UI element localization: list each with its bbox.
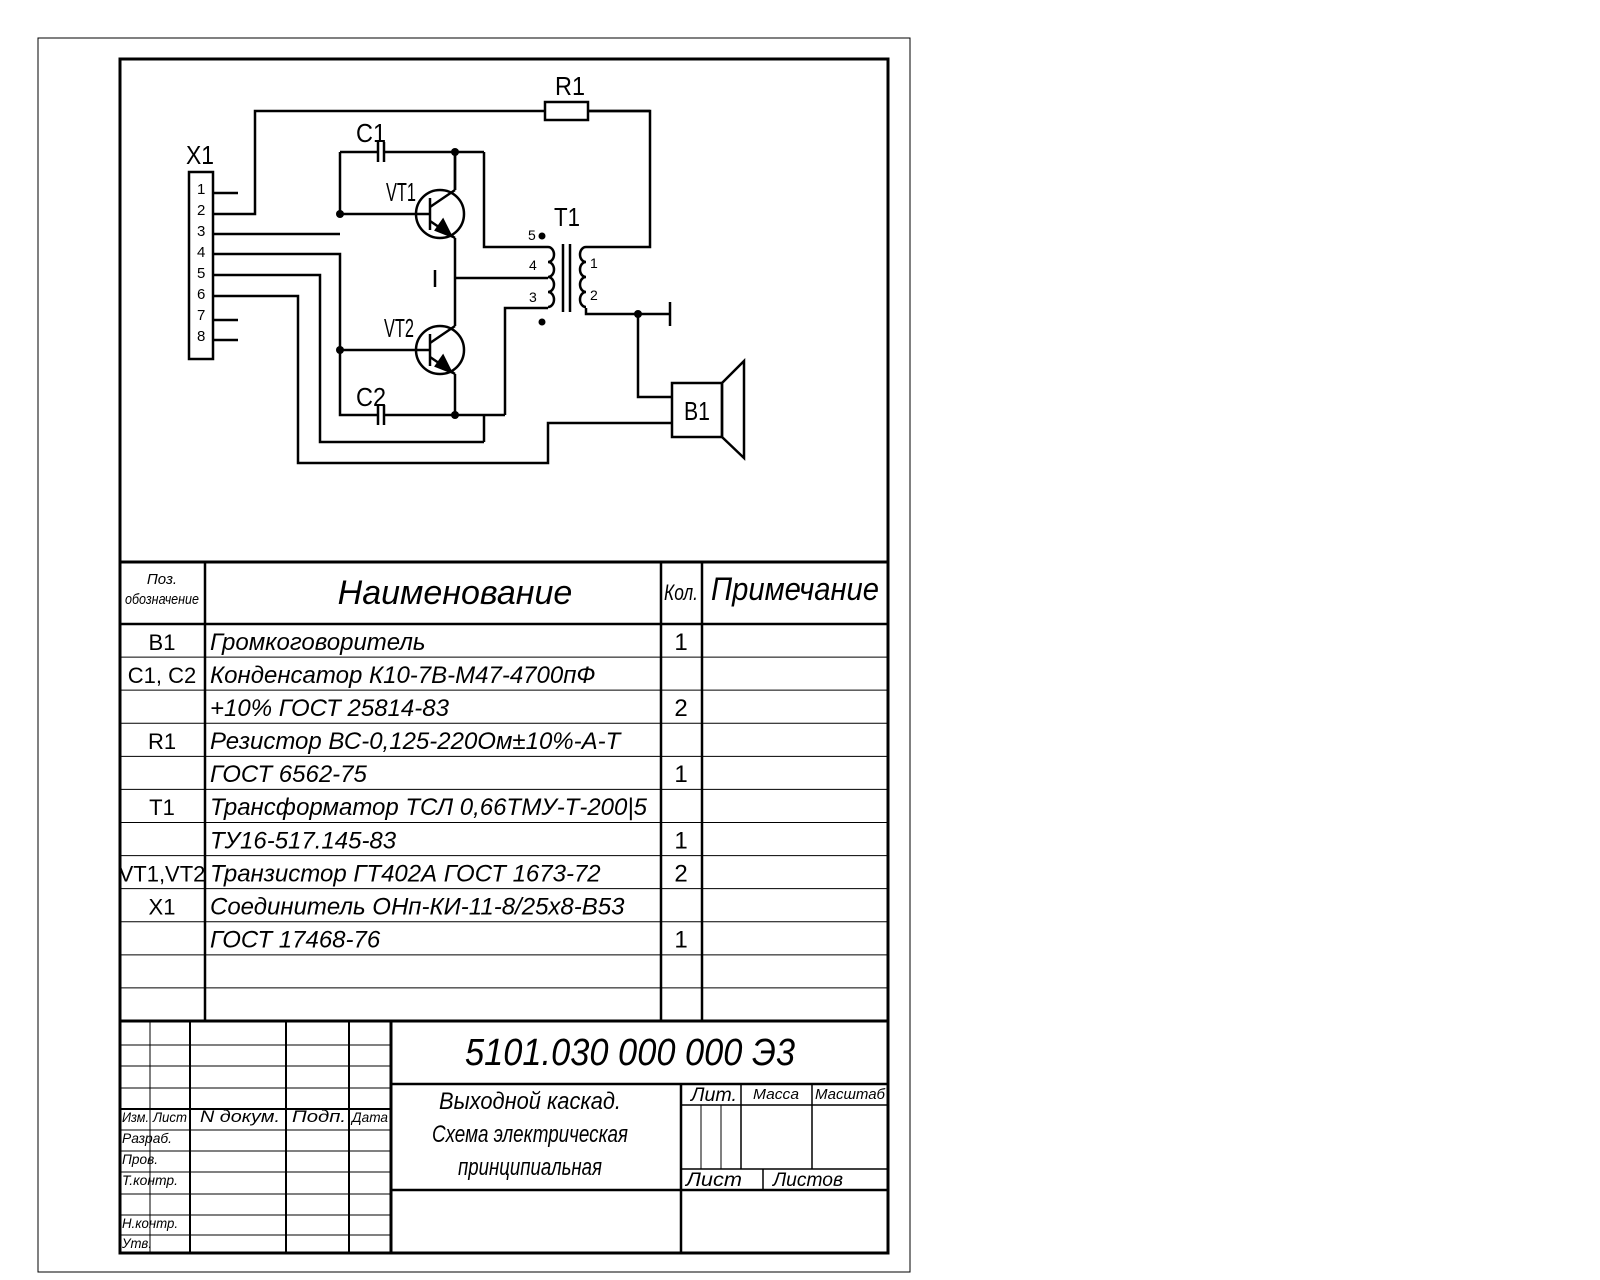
row-name: ГОСТ 6562-75	[210, 761, 368, 788]
label-massa: Масса	[753, 1086, 799, 1103]
row-qty: 1	[674, 827, 687, 854]
drawing-frame	[118, 57, 890, 1255]
label-list: Лист	[684, 1170, 742, 1191]
transformer-pin-label: 1	[590, 255, 598, 271]
row-qty: 1	[674, 761, 687, 788]
col-data: Дата	[350, 1109, 388, 1125]
parts-list-table	[120, 560, 888, 1023]
title-line: принципиальная	[458, 1154, 602, 1181]
connector-x1	[187, 170, 215, 361]
row-name: Конденсатор К10-7В-М47-4700пФ	[210, 662, 596, 689]
transistor-vt2-label: VT2	[384, 313, 414, 343]
x1-pin-label: 7	[197, 307, 205, 324]
sheet-border	[37, 37, 911, 1273]
junction-dot	[451, 411, 459, 419]
transistor-vt1	[414, 188, 466, 240]
wire	[213, 273, 484, 444]
transformer-pin-label: 3	[529, 289, 537, 305]
row-name: Соединитель ОНп-КИ-11-8/25х8-В53	[210, 893, 625, 920]
header-pos-sub: обозначение	[125, 591, 199, 608]
x1-pin-label: 3	[197, 223, 205, 240]
wire	[213, 252, 430, 352]
transformer-pin-label: 5	[528, 227, 536, 243]
speaker-cone	[720, 357, 746, 461]
title-line: Схема электрическая	[432, 1121, 628, 1148]
transformer-pin-label: 4	[529, 257, 537, 273]
row-name: Резистор ВС-0,125-220Ом±10%-А-Т	[210, 728, 623, 755]
role-tkontr: Т.контр.	[122, 1172, 178, 1188]
role-razrab: Разраб.	[122, 1130, 172, 1146]
role-utv: Утв.	[121, 1235, 152, 1251]
role-nkontr: Н.контр.	[122, 1215, 178, 1231]
row-pos: T1	[149, 795, 175, 820]
title-block	[120, 1021, 888, 1253]
header-note: Примечание	[711, 571, 879, 607]
wire	[213, 109, 545, 216]
capacitor-c2-label: C2	[356, 382, 386, 412]
transformer-t1-label: T1	[554, 202, 580, 232]
row-pos: B1	[149, 630, 176, 655]
row-name: ГОСТ 17468-76	[210, 927, 381, 954]
wire	[213, 294, 672, 465]
role-prov: Пров.	[122, 1151, 158, 1167]
header-pos: Поз.	[147, 571, 177, 588]
speaker-b1-label: B1	[684, 396, 710, 426]
row-name: +10% ГОСТ 25814-83	[210, 695, 450, 722]
row-name: Трансформатор ТСЛ 0,66ТМУ-Т-200|5	[210, 794, 648, 821]
row-pos: R1	[148, 729, 176, 754]
col-list: Лист	[152, 1109, 187, 1125]
resistor-r1-label: R1	[555, 71, 585, 101]
col-podp: Подп.	[292, 1107, 346, 1126]
label-listov: Листов	[771, 1170, 843, 1191]
resistor-r1	[543, 100, 590, 122]
title-line: Выходной каскад.	[439, 1088, 621, 1115]
x1-pin-label: 8	[197, 328, 205, 345]
winding-dot	[538, 232, 546, 240]
row-qty: 2	[674, 860, 687, 887]
x1-pin-label: 5	[197, 265, 205, 282]
col-izm: Изм.	[122, 1109, 149, 1125]
row-name: Транзистор ГТ402А ГОСТ 1673-72	[210, 860, 601, 887]
x1-pin-label: 1	[197, 181, 205, 198]
wire	[636, 314, 672, 399]
capacitor-c1-label: C1	[356, 118, 386, 148]
junction-dot	[336, 210, 344, 218]
header-qty: Кол.	[664, 580, 698, 605]
row-pos: X1	[149, 894, 176, 919]
document-number: 5101.030 000 000 Э3	[465, 1032, 795, 1074]
transformer-t1	[547, 244, 670, 316]
row-qty: 2	[674, 695, 687, 722]
wire	[503, 306, 548, 415]
label-masshtab: Масштаб	[815, 1086, 886, 1103]
row-name: ТУ16-517.145-83	[210, 827, 397, 854]
transformer-pin-label: 2	[590, 287, 598, 303]
junction-dot	[336, 346, 344, 354]
x1-pin-label: 6	[197, 286, 205, 303]
row-pos: C1, C2	[128, 663, 196, 688]
winding-dot	[538, 318, 546, 326]
label-lit: Лит.	[689, 1085, 737, 1106]
header-name: Наименование	[338, 574, 573, 612]
row-qty: 1	[674, 629, 687, 656]
transistor-vt2	[414, 324, 466, 376]
row-pos: VT1,VT2	[119, 861, 206, 886]
row-name: Громкоговоритель	[210, 629, 425, 656]
col-ndok: N докум.	[200, 1107, 280, 1126]
schematic: X1 1 2 3 4 5 6 7 8 C1	[186, 71, 746, 465]
row-qty: 1	[674, 927, 687, 954]
wire	[338, 350, 378, 417]
x1-pin-label: 4	[197, 244, 205, 261]
x1-pin-label: 2	[197, 202, 205, 219]
wire	[482, 152, 548, 249]
junction-dot	[451, 148, 459, 156]
transistor-vt1-label: VT1	[386, 177, 416, 207]
connector-x1-label: X1	[186, 140, 214, 170]
